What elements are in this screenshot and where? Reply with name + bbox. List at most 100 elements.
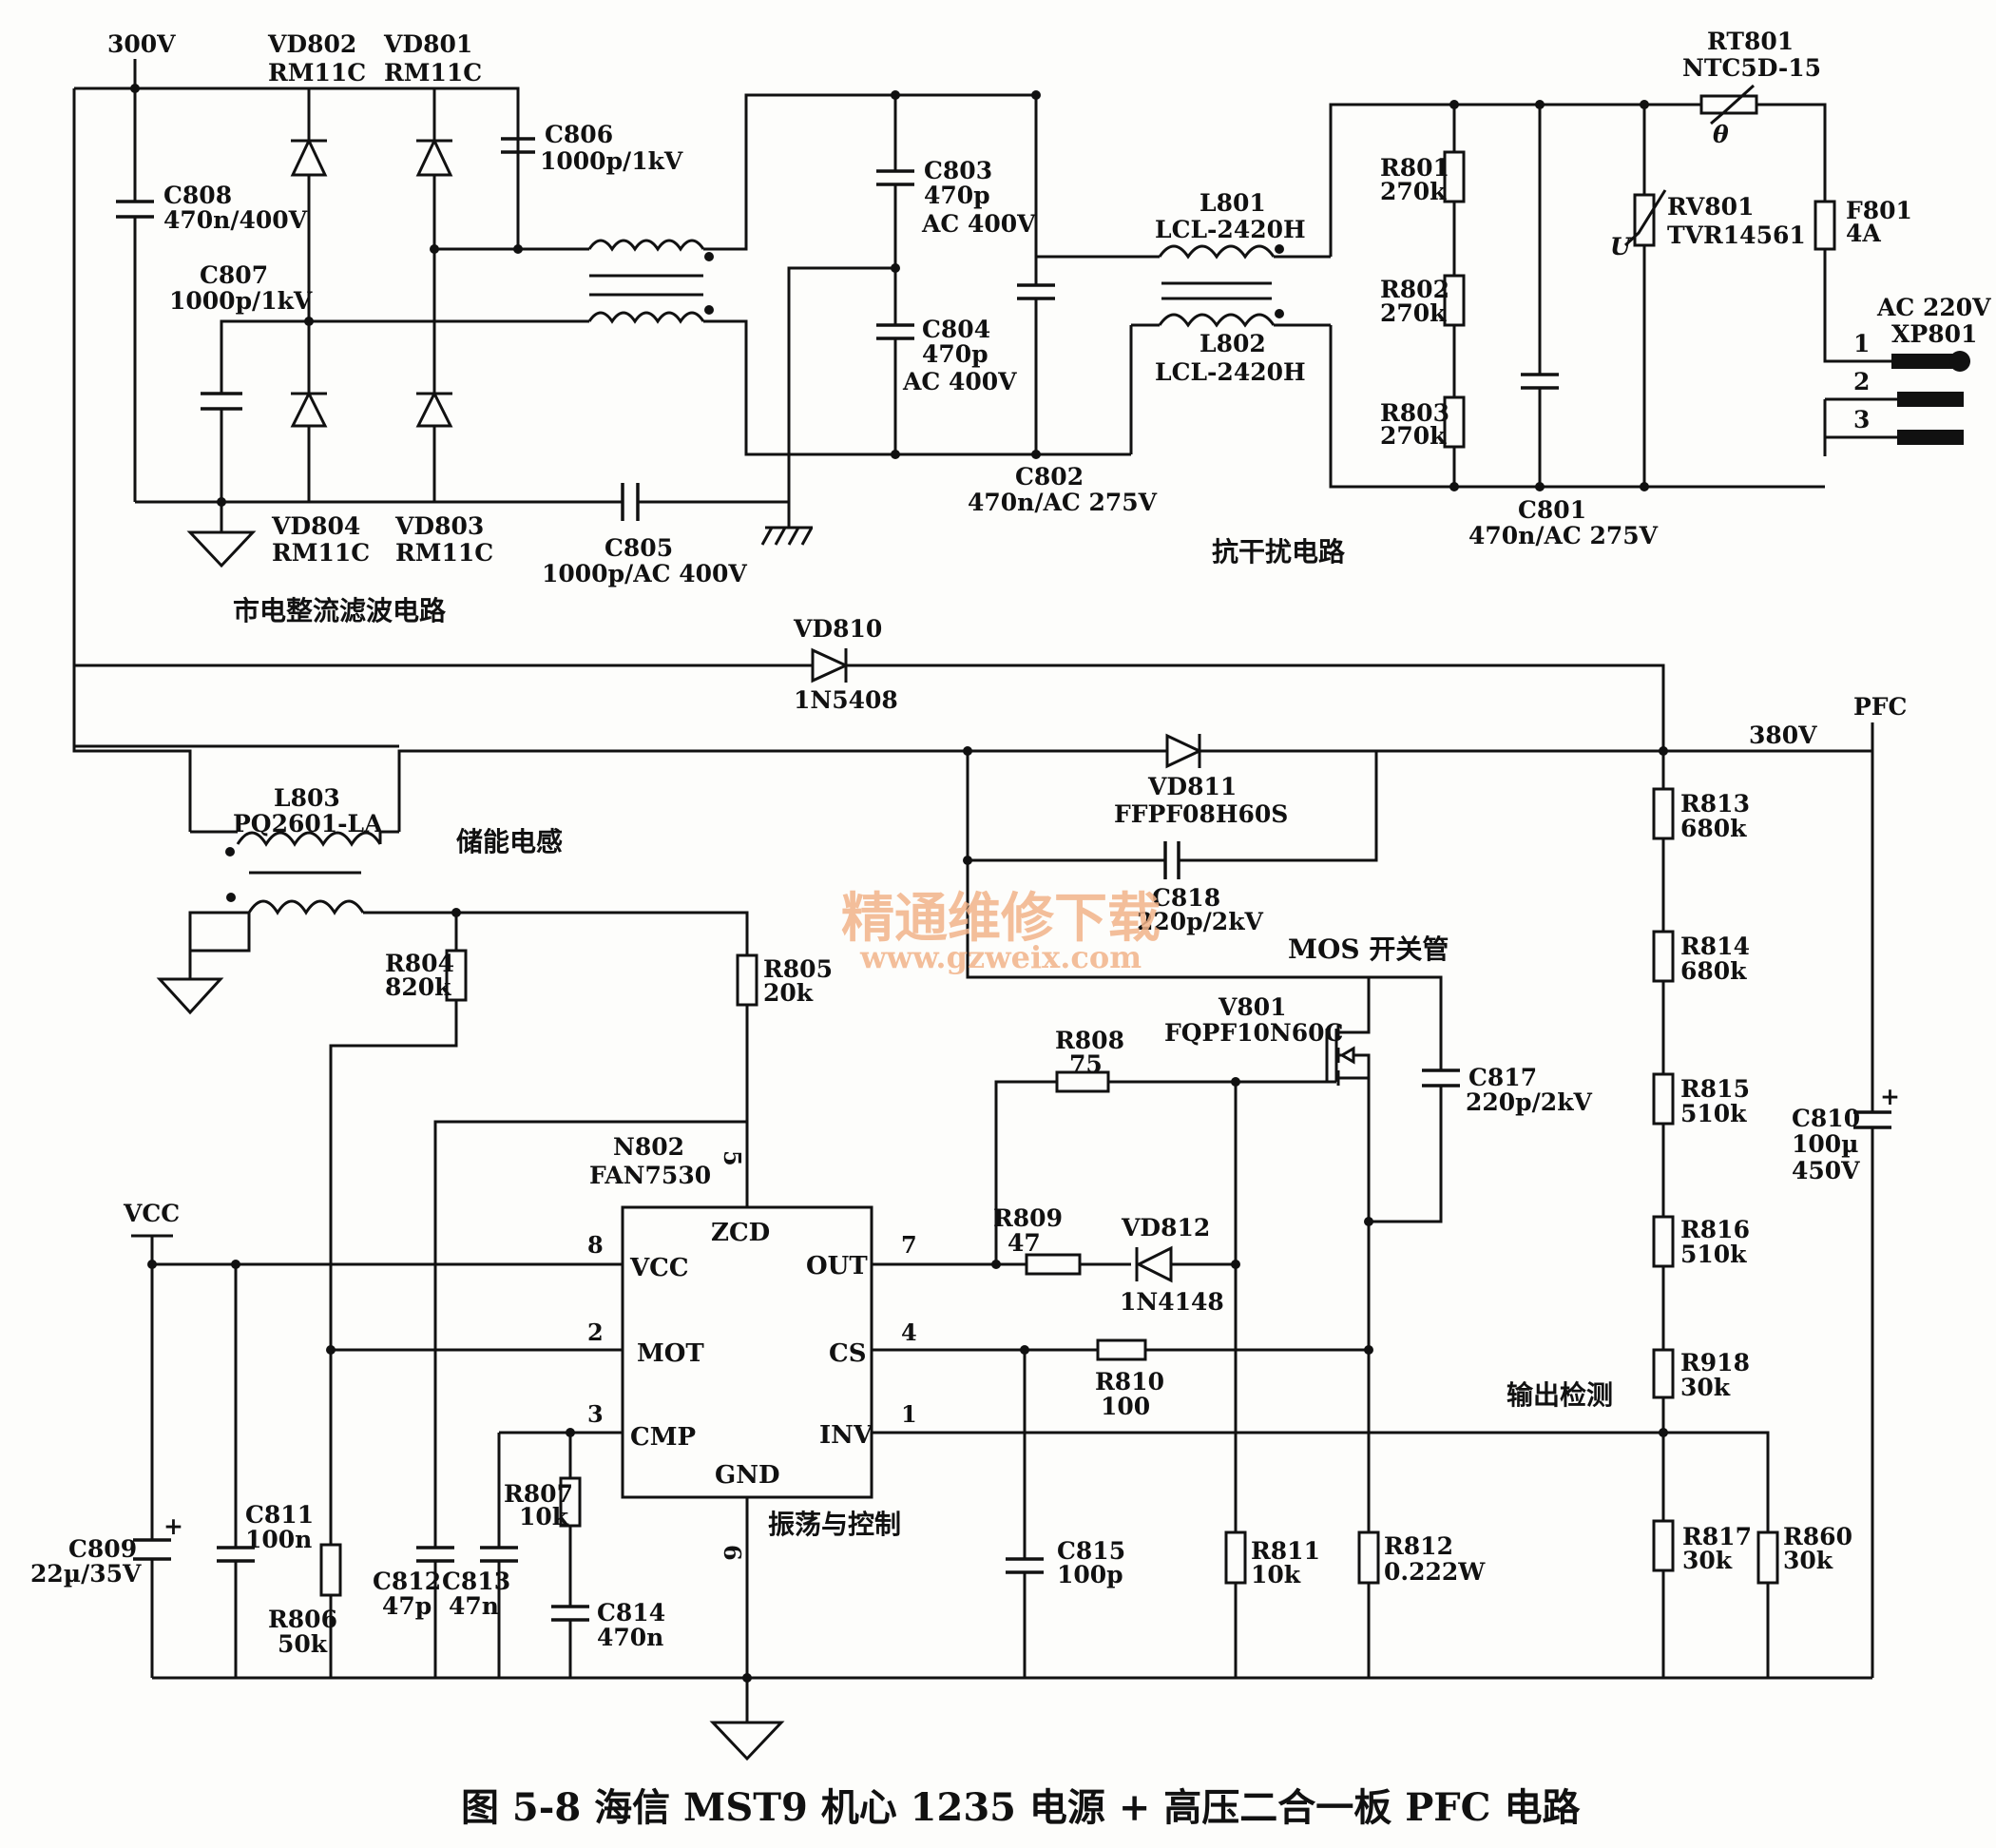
pin-mot-label: MOT xyxy=(637,1339,704,1368)
r816-ref: R816 xyxy=(1680,1216,1750,1243)
chassis-ground-icon xyxy=(760,526,814,546)
c804-val: 470p xyxy=(922,340,988,368)
label-emi: 抗干扰电路 xyxy=(1212,536,1346,568)
pin-6-number: 6 xyxy=(719,1545,746,1561)
r918-val: 30k xyxy=(1680,1374,1731,1401)
inductor-l803-icon xyxy=(156,830,456,1015)
c811-ref: C811 xyxy=(245,1501,314,1529)
c801-ref: C801 xyxy=(1518,496,1586,524)
pin-8-number: 8 xyxy=(587,1231,604,1259)
c809-plus: + xyxy=(163,1512,183,1540)
ground-icon xyxy=(186,502,257,568)
mosfet-v801-icon xyxy=(1325,977,1371,1117)
label-mos: MOS 开关管 xyxy=(1288,934,1449,965)
r817-val: 30k xyxy=(1682,1547,1733,1574)
vd801-val: RM11C xyxy=(384,59,482,87)
n802-ref: N802 xyxy=(613,1133,684,1161)
ground-main-icon xyxy=(709,1711,785,1761)
r803-val: 270k xyxy=(1380,422,1447,450)
rt801-ref: RT801 xyxy=(1707,28,1794,55)
r807-ref: R807 xyxy=(504,1480,573,1508)
c808-ref: C808 xyxy=(163,182,232,209)
c810-plus: + xyxy=(1880,1083,1900,1110)
c813-ref: C813 xyxy=(442,1568,510,1595)
net-380v: 380V xyxy=(1749,722,1817,749)
watermark-url: www.gzweix.com xyxy=(859,939,1142,975)
pin-5-number: 5 xyxy=(719,1150,746,1166)
emi-section: L801 LCL-2420H L802 LCL-2420H R801 270k … xyxy=(1034,28,1991,568)
r816-val: 510k xyxy=(1680,1241,1747,1268)
watermark-cn: 精通维修下载 xyxy=(841,887,1161,950)
r814-val: 680k xyxy=(1680,957,1747,985)
label-rectifier: 市电整流滤波电路 xyxy=(233,595,447,626)
r812-ref: R812 xyxy=(1384,1532,1453,1560)
vd811-val: FFPF08H60S xyxy=(1114,800,1288,828)
pin-2-number: 2 xyxy=(587,1319,604,1346)
pin-cmp-label: CMP xyxy=(630,1423,696,1452)
vd810-ref: VD810 xyxy=(793,615,882,643)
label-osc: 振荡与控制 xyxy=(768,1509,901,1540)
c817-ref: C817 xyxy=(1468,1064,1537,1091)
pin-3-number: 3 xyxy=(587,1400,604,1428)
c810-val: 100µ xyxy=(1792,1130,1858,1158)
vd802-val: RM11C xyxy=(268,59,366,87)
c804-ref: C804 xyxy=(922,316,990,343)
r860-ref: R860 xyxy=(1783,1523,1852,1550)
c814-ref: C814 xyxy=(597,1599,665,1627)
c806-val: 1000p/1kV xyxy=(540,147,683,175)
n802-val: FAN7530 xyxy=(589,1162,711,1189)
y-caps-section: C803 470p AC 400V C804 470p AC 400V C802… xyxy=(760,90,1158,546)
net-ac220v: AC 220V xyxy=(1876,294,1991,321)
c810-ref: C810 xyxy=(1792,1105,1860,1132)
vd811-ref: VD811 xyxy=(1147,773,1237,800)
c812-val: 47p xyxy=(382,1592,432,1620)
c817-val: 220p/2kV xyxy=(1466,1088,1593,1116)
l803-ref: L803 xyxy=(274,784,340,812)
pin-vcc-label: VCC xyxy=(629,1254,689,1282)
r803-ref: R803 xyxy=(1380,399,1449,427)
c808-val: 470n/400V xyxy=(163,206,308,234)
c810-val2: 450V xyxy=(1792,1157,1860,1184)
c802-val: 470n/AC 275V xyxy=(968,489,1158,516)
figure-caption: 图 5-8 海信 MST9 机心 1235 电源 + 高压二合一板 PFC 电路 xyxy=(461,1785,1581,1830)
rt801-val: NTC5D-15 xyxy=(1682,54,1821,82)
pin-1-number: 1 xyxy=(901,1400,917,1428)
pin-7-number: 7 xyxy=(901,1231,917,1259)
diode-vd810-icon xyxy=(811,647,850,683)
c809-ref: C809 xyxy=(68,1535,137,1563)
watermark: 精通维修下载 www.gzweix.com xyxy=(841,887,1161,975)
diode-vd802-icon xyxy=(290,137,328,177)
r811-val: 10k xyxy=(1251,1561,1301,1588)
vd812-val: 1N4148 xyxy=(1120,1288,1224,1316)
c803-val: 470p xyxy=(924,182,990,209)
c804-val2: AC 400V xyxy=(902,368,1017,395)
ntc-theta-symbol: θ xyxy=(1713,121,1729,148)
c802-ref: C802 xyxy=(1015,463,1084,491)
r813-ref: R813 xyxy=(1680,790,1750,818)
r806-val: 50k xyxy=(278,1630,328,1658)
xp801-pin3: 3 xyxy=(1853,406,1870,433)
r810-val: 100 xyxy=(1101,1393,1150,1420)
net-pfc: PFC xyxy=(1853,693,1907,721)
c801-val: 470n/AC 275V xyxy=(1468,522,1659,549)
r812-val: 0.222W xyxy=(1384,1558,1486,1586)
r802-val: 270k xyxy=(1380,299,1447,327)
r817-ref: R817 xyxy=(1682,1523,1752,1550)
r801-ref: R801 xyxy=(1380,154,1449,182)
c809-val: 22µ/35V xyxy=(30,1560,142,1588)
c815-ref: C815 xyxy=(1057,1537,1125,1565)
vd810-val: 1N5408 xyxy=(794,686,898,714)
varistor-u-symbol: U xyxy=(1610,233,1633,260)
pin-zcd-label: ZCD xyxy=(711,1219,770,1247)
l801-val: LCL-2420H xyxy=(1155,216,1306,243)
c803-ref: C803 xyxy=(924,157,992,184)
pin-out-label: OUT xyxy=(806,1252,868,1280)
vd803-val: RM11C xyxy=(395,539,493,567)
connector-xp801-icon xyxy=(1823,351,1970,456)
l802-val: LCL-2420H xyxy=(1155,358,1306,386)
rv801-ref: RV801 xyxy=(1667,193,1754,221)
v801-ref: V801 xyxy=(1218,993,1287,1021)
varistor-rv801-icon xyxy=(1623,189,1667,247)
r808-val: 75 xyxy=(1069,1050,1103,1078)
